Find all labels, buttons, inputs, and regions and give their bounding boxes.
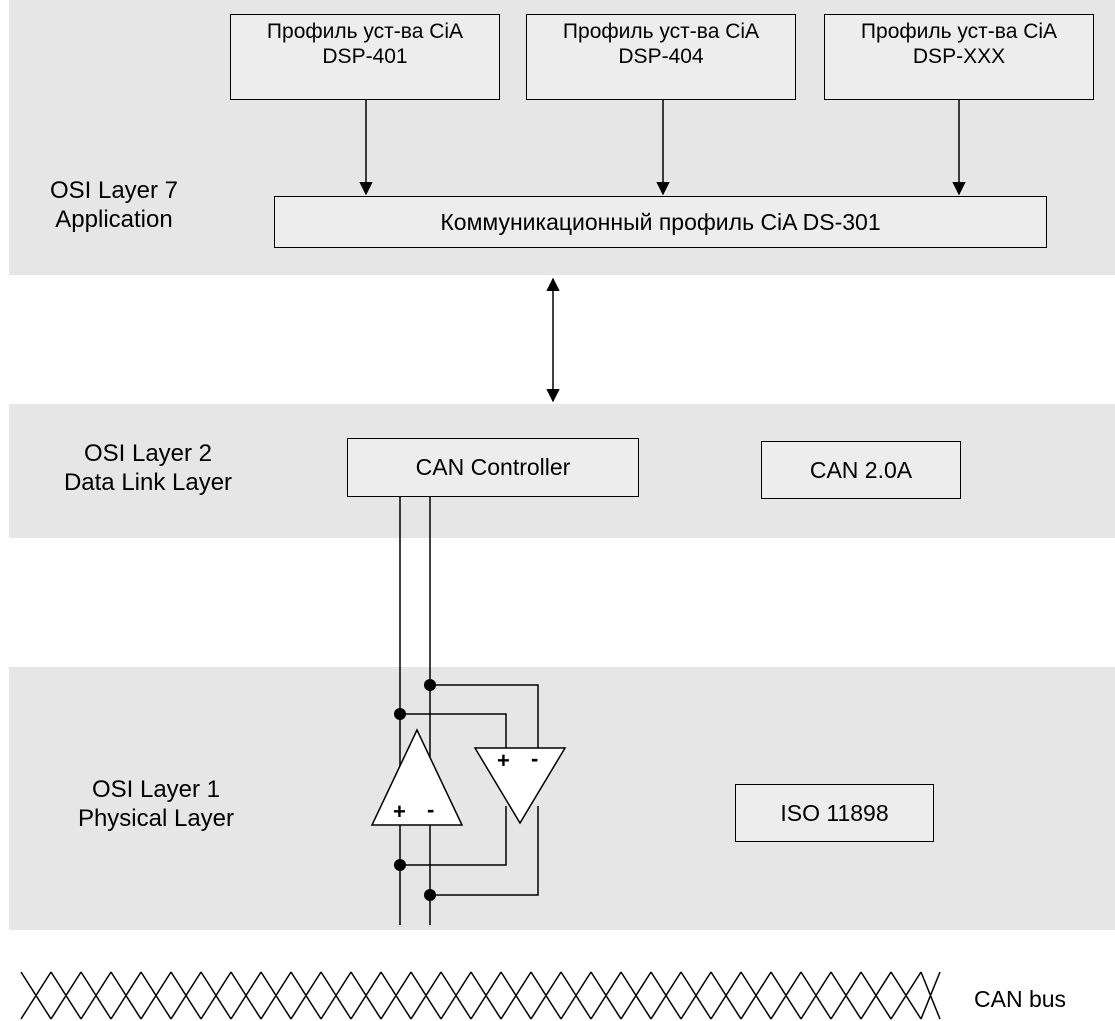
receiver-amplifier xyxy=(473,747,567,825)
iso-standard-label: ISO 11898 xyxy=(780,799,889,826)
iso-standard-box: ISO 11898 xyxy=(735,784,934,842)
profile-box-dspxxx: Профиль уст-ва CiA DSP-XXX xyxy=(824,14,1094,100)
junction-dot xyxy=(424,889,436,901)
can-standard-label: CAN 2.0A xyxy=(809,456,913,483)
profile-code: DSP-XXX xyxy=(912,45,1006,68)
profile-box-dsp404: Профиль уст-ва CiA DSP-404 xyxy=(526,14,796,100)
can-standard-box: CAN 2.0A xyxy=(761,441,961,499)
comm-profile-label: Коммуникационный профиль CiA DS-301 xyxy=(440,208,881,235)
profile-code: DSP-401 xyxy=(322,45,408,68)
can-bus-line xyxy=(20,971,941,1020)
tx-minus-wire xyxy=(430,806,539,896)
layer1-label: OSI Layer 1 Physical Layer xyxy=(56,775,256,833)
layer2-label: OSI Layer 2 Data Link Layer xyxy=(42,439,254,497)
profile-title: Профиль уст-ва CiA xyxy=(266,20,464,43)
tx-plus-wire xyxy=(400,806,507,866)
profile-code: DSP-404 xyxy=(618,45,704,68)
receiver-plus-sign: + xyxy=(497,748,510,773)
profile-title: Профиль уст-ва CiA xyxy=(562,20,760,43)
layer7-label-line1: OSI Layer 7 xyxy=(49,177,179,204)
comm-profile-box: Коммуникационный профиль CiA DS-301 xyxy=(274,196,1047,248)
layer1-label-line1: OSI Layer 1 xyxy=(91,776,221,803)
layer7-label-line2: Application xyxy=(55,206,173,233)
rx-minus-wire xyxy=(430,684,539,750)
junction-dot xyxy=(394,859,406,871)
receiver-minus-sign: - xyxy=(531,746,539,771)
rx-plus-wire xyxy=(400,713,507,750)
profile-box-dsp401: Профиль уст-ва CiA DSP-401 xyxy=(230,14,500,100)
layer2-label-line1: OSI Layer 2 xyxy=(83,440,213,467)
layer7-label: OSI Layer 7 Application xyxy=(26,176,202,234)
transmitter-minus-sign: - xyxy=(427,797,435,822)
can-controller-label: CAN Controller xyxy=(415,454,571,480)
junction-dot xyxy=(394,708,406,720)
layer2-label-line2: Data Link Layer xyxy=(63,469,233,496)
junction-dot xyxy=(424,679,436,691)
profile-title: Профиль уст-ва CiA xyxy=(860,20,1058,43)
transmitter-plus-sign: + xyxy=(393,799,406,824)
can-bus-label: CAN bus xyxy=(974,986,1067,1012)
can-controller-box: CAN Controller xyxy=(347,438,639,497)
transmitter-amplifier xyxy=(370,728,464,826)
layer1-label-line2: Physical Layer xyxy=(77,805,235,832)
